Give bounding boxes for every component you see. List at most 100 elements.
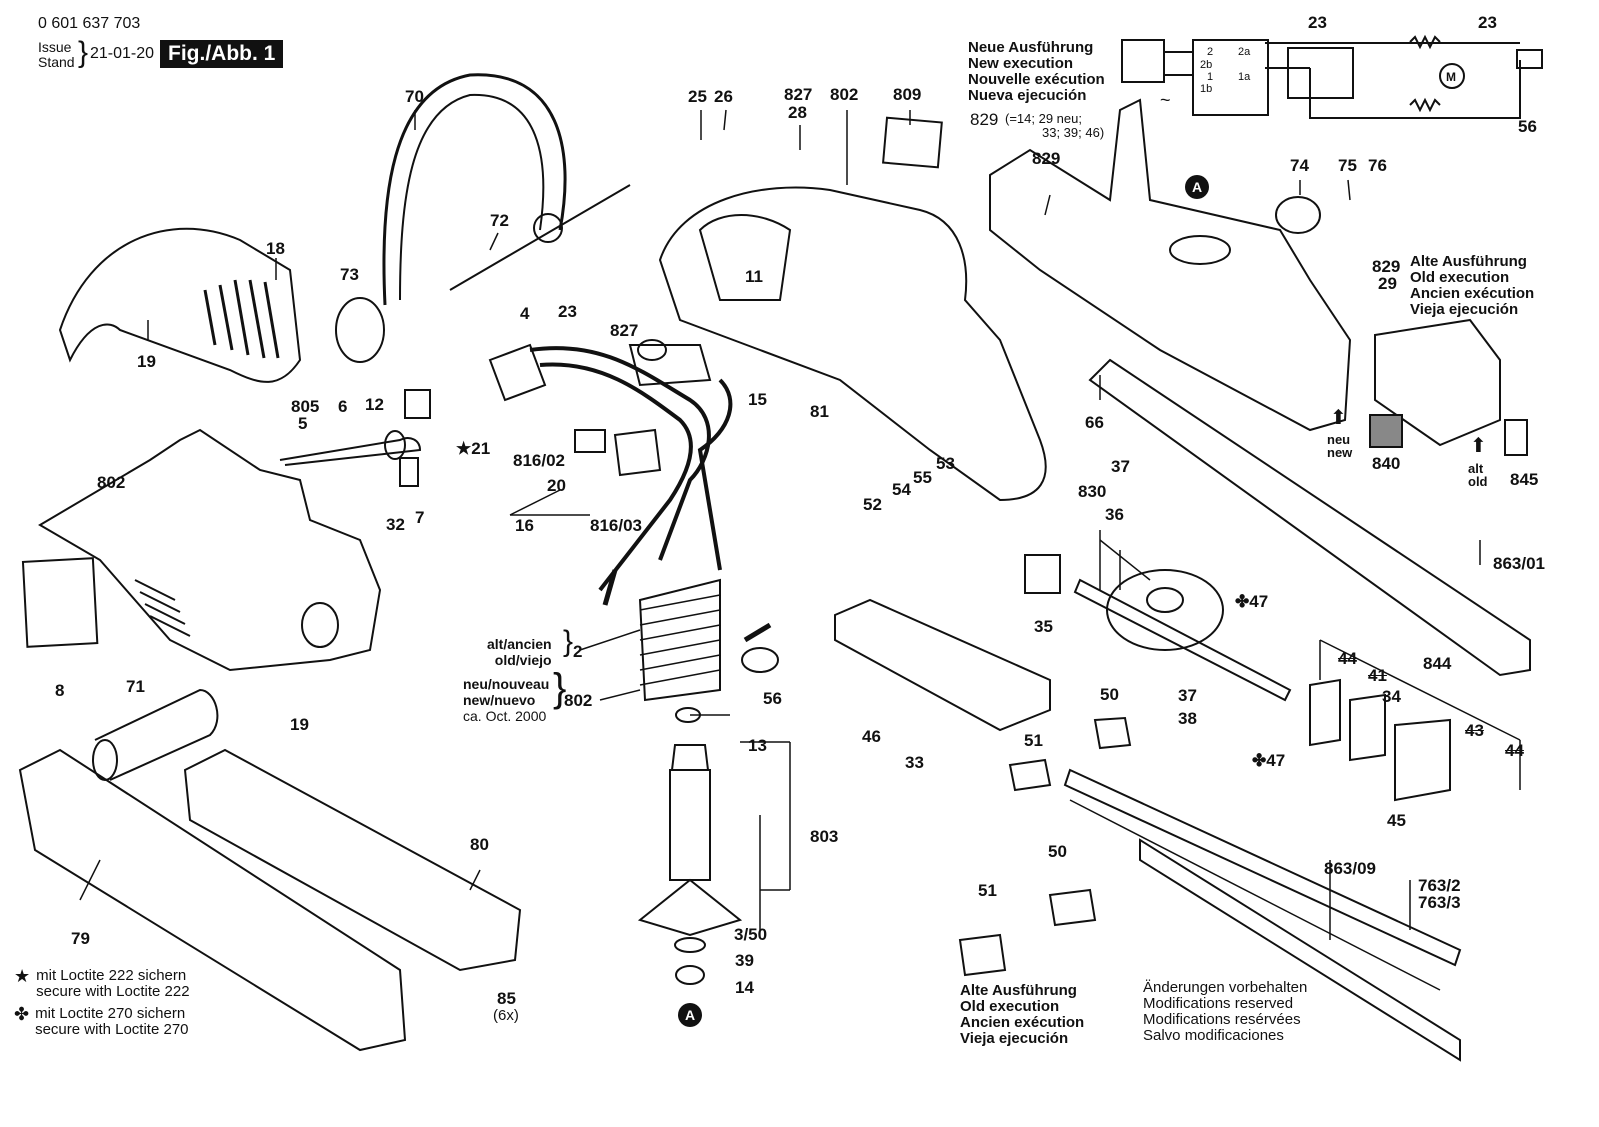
label-19: 19 (137, 352, 156, 371)
brace: } (78, 36, 89, 69)
part-armature (669, 769, 711, 881)
note-line: Neue Ausführung (968, 39, 1094, 56)
legend: ★ mit Loctite 222 sichern secure with Lo… (14, 967, 190, 1038)
label-3-50: 3/50 (734, 925, 768, 944)
label-34: 34 (1382, 687, 1401, 706)
label-4: 4 (520, 304, 530, 323)
variant-line: new/nuevo (463, 692, 536, 708)
terminal-1a: 1a (1238, 71, 1251, 83)
label-28: 28 (788, 103, 807, 122)
label-21-num: 21 (471, 439, 491, 458)
label-47-num: 47 (1249, 592, 1269, 611)
label-56: 56 (763, 689, 782, 708)
part-cover-18 (58, 227, 302, 383)
terminal-2a: 2a (1238, 46, 1251, 58)
label-15: 15 (748, 390, 767, 409)
part-base-79 (18, 748, 407, 1052)
ac-symbol: ~ (1160, 90, 1171, 110)
label-47b: ✤47 (1252, 752, 1285, 770)
brace: } (563, 625, 574, 658)
note-line: Vieja ejecución (1410, 301, 1519, 318)
part-power-cable (279, 437, 422, 466)
motor-symbol: M (1446, 70, 1456, 84)
ref-829-old: 829 (1372, 257, 1401, 276)
note-line: Ancien exécution (1410, 285, 1535, 302)
label-51b: 51 (978, 881, 997, 900)
variant-line: old/viejo (494, 652, 552, 668)
label-50b: 50 (1048, 842, 1067, 861)
label-44b: 44 (1505, 741, 1524, 760)
label-38: 38 (1178, 709, 1197, 728)
part-roller (94, 688, 219, 781)
label-12: 12 (365, 395, 384, 414)
label-829: 829 (1032, 149, 1061, 168)
ref-829-new: 829 (970, 110, 999, 129)
ref-802-variant: 802 (564, 691, 593, 710)
arrow-label: alt (1468, 461, 1484, 476)
wiring-label-56: 56 (1518, 117, 1537, 136)
label-43: 43 (1465, 721, 1484, 740)
label-47b-num: 47 (1266, 751, 1286, 770)
label-75: 75 (1338, 156, 1357, 175)
arrow-label: neu (1327, 432, 1351, 447)
ref-detail-line: (=14; 29 neu; (1005, 111, 1082, 126)
label-23: 23 (558, 302, 577, 321)
label-763-2: 763/2 (1418, 876, 1461, 895)
note-line: New execution (968, 55, 1074, 72)
label-5: 5 (298, 414, 308, 433)
ref-2: 2 (573, 642, 583, 661)
issue-label-de: Stand (38, 54, 75, 70)
legend-text: secure with Loctite 222 (36, 983, 190, 1000)
label-85-qty: (6x) (493, 1007, 519, 1024)
variant-old: alt/ancien old/viejo (487, 636, 552, 668)
note-line: Salvo modificaciones (1143, 1027, 1284, 1044)
label-863-01: 863/01 (1493, 554, 1545, 573)
label-36: 36 (1105, 505, 1124, 524)
label-26: 26 (714, 87, 733, 106)
label-79: 79 (71, 929, 90, 948)
label-8: 8 (55, 681, 65, 700)
arrow-label: new (1327, 445, 1353, 460)
legend-text: mit Loctite 222 sichern (36, 967, 187, 984)
issue-date: 21-01-20 (90, 45, 155, 62)
label-13: 13 (748, 736, 767, 755)
label-844: 844 (1423, 654, 1452, 673)
part-gear (1106, 569, 1224, 651)
marker-a: A (678, 1003, 702, 1027)
note-line: Vieja ejecución (960, 1030, 1069, 1047)
label-7: 7 (415, 508, 425, 527)
label-39: 39 (735, 951, 754, 970)
label-71: 71 (126, 677, 145, 696)
note-line: Ancien exécution (960, 1014, 1085, 1031)
arrow-up-icon: ⬆ (1330, 407, 1347, 429)
part-knob (335, 297, 385, 363)
label-863-09: 863/09 (1324, 859, 1376, 878)
label-830: 830 (1078, 482, 1107, 501)
label-827b: 827 (610, 321, 639, 340)
terminal-1: 1 (1207, 71, 1214, 83)
wiring-label-23: 23 (1308, 13, 1327, 32)
label-763-3: 763/3 (1418, 893, 1461, 912)
variant-line: alt/ancien (487, 636, 552, 652)
label-81: 81 (810, 402, 829, 421)
label-32: 32 (386, 515, 405, 534)
label-53: 53 (936, 454, 955, 473)
part-number: 0 601 637 703 (38, 15, 141, 32)
part-handle (382, 73, 567, 306)
label-47: ✤47 (1235, 593, 1268, 611)
label-45: 45 (1387, 811, 1406, 830)
note-line: Old execution (960, 998, 1060, 1015)
label-19b: 19 (290, 715, 309, 734)
label-35: 35 (1034, 617, 1053, 636)
terminal-2b: 2b (1200, 59, 1213, 71)
label-70: 70 (405, 87, 424, 106)
variant-line: neu/nouveau (463, 676, 550, 692)
note-line: Änderungen vorbehalten (1143, 979, 1308, 996)
club-icon: ✤ (1252, 751, 1267, 770)
label-840: 840 (1372, 454, 1401, 473)
part-housing-829 (989, 98, 1352, 432)
part-plate (834, 598, 1051, 732)
ref-29-old: 29 (1378, 274, 1397, 293)
note-line: Modifications reserved (1143, 995, 1294, 1012)
